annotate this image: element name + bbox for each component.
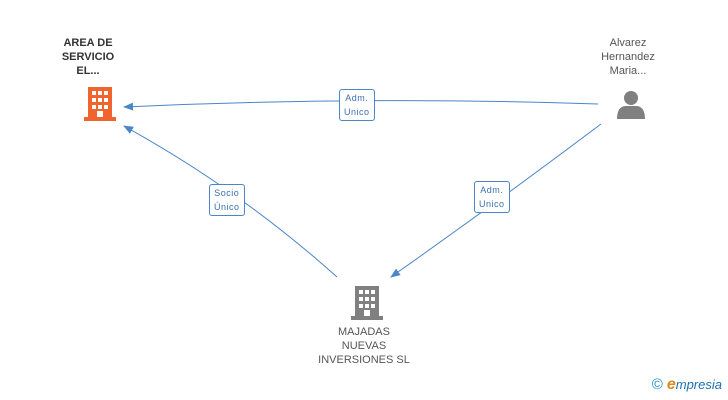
building-icon[interactable] <box>84 87 116 121</box>
person-icon[interactable] <box>617 91 645 119</box>
building-icon[interactable] <box>351 286 383 320</box>
edge-label-top: Adm. Unico <box>339 89 375 121</box>
copyright-icon: © <box>651 376 663 393</box>
node-label-majadas[interactable]: MAJADAS NUEVAS INVERSIONES SL <box>318 326 410 366</box>
edge-label-right: Adm. Unico <box>474 181 510 213</box>
node-label-alvarez[interactable]: Alvarez Hernandez Maria... <box>601 37 655 77</box>
brand-logo: ©empresia <box>651 376 722 393</box>
edge-label-left: Socio Único <box>209 184 245 216</box>
node-label-area[interactable]: AREA DE SERVICIO EL... <box>61 37 115 77</box>
